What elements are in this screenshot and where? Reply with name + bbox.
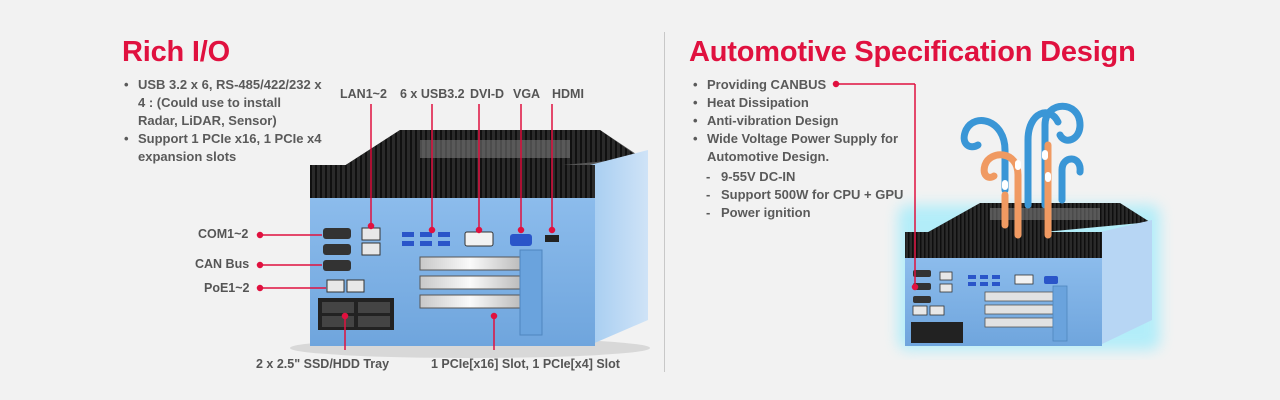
power-sub-bullet-list: 9-55V DC-IN Support 500W for CPU + GPU P… (705, 168, 935, 222)
rich-io-product-illustration (290, 130, 650, 358)
sub-bullet-item: 9-55V DC-IN (705, 168, 935, 186)
bullet-item: USB 3.2 x 6, RS-485/422/232 x 4 : (Could… (122, 76, 322, 130)
rich-io-callout-lines (256, 104, 556, 350)
label-hdmi: HDMI (552, 87, 584, 101)
label-poe: PoE1~2 (204, 281, 250, 295)
label-usb: 6 x USB3.2 (400, 87, 465, 101)
automotive-title: Automotive Specification Design (689, 36, 1136, 68)
label-can-bus: CAN Bus (195, 257, 250, 271)
sub-bullet-item: Support 500W for CPU + GPU (705, 186, 935, 204)
rich-io-bullet-list: USB 3.2 x 6, RS-485/422/232 x 4 : (Could… (122, 76, 322, 166)
label-lan: LAN1~2 (340, 87, 387, 101)
automotive-product-illustration (898, 102, 1160, 350)
bullet-item: Wide Voltage Power Supply for Automotive… (691, 130, 921, 166)
bullet-item: Heat Dissipation (691, 94, 921, 112)
label-com: COM1~2 (198, 227, 249, 241)
rich-io-title: Rich I/O (122, 36, 230, 68)
sub-bullet-item: Power ignition (705, 204, 935, 222)
bullet-item: Providing CANBUS (691, 76, 921, 94)
label-dvi: DVI-D (470, 87, 505, 101)
label-ssd-tray: 2 x 2.5" SSD/HDD Tray (256, 357, 390, 371)
label-vga: VGA (513, 87, 541, 101)
bullet-item: Anti-vibration Design (691, 112, 921, 130)
section-divider (664, 32, 665, 372)
label-pcie-slots: 1 PCIe[x16] Slot, 1 PCIe[x4] Slot (431, 357, 620, 371)
bullet-item: Support 1 PCIe x16, 1 PCIe x4 expansion … (122, 130, 322, 166)
automotive-bullet-list: Providing CANBUS Heat Dissipation Anti-v… (691, 76, 921, 166)
